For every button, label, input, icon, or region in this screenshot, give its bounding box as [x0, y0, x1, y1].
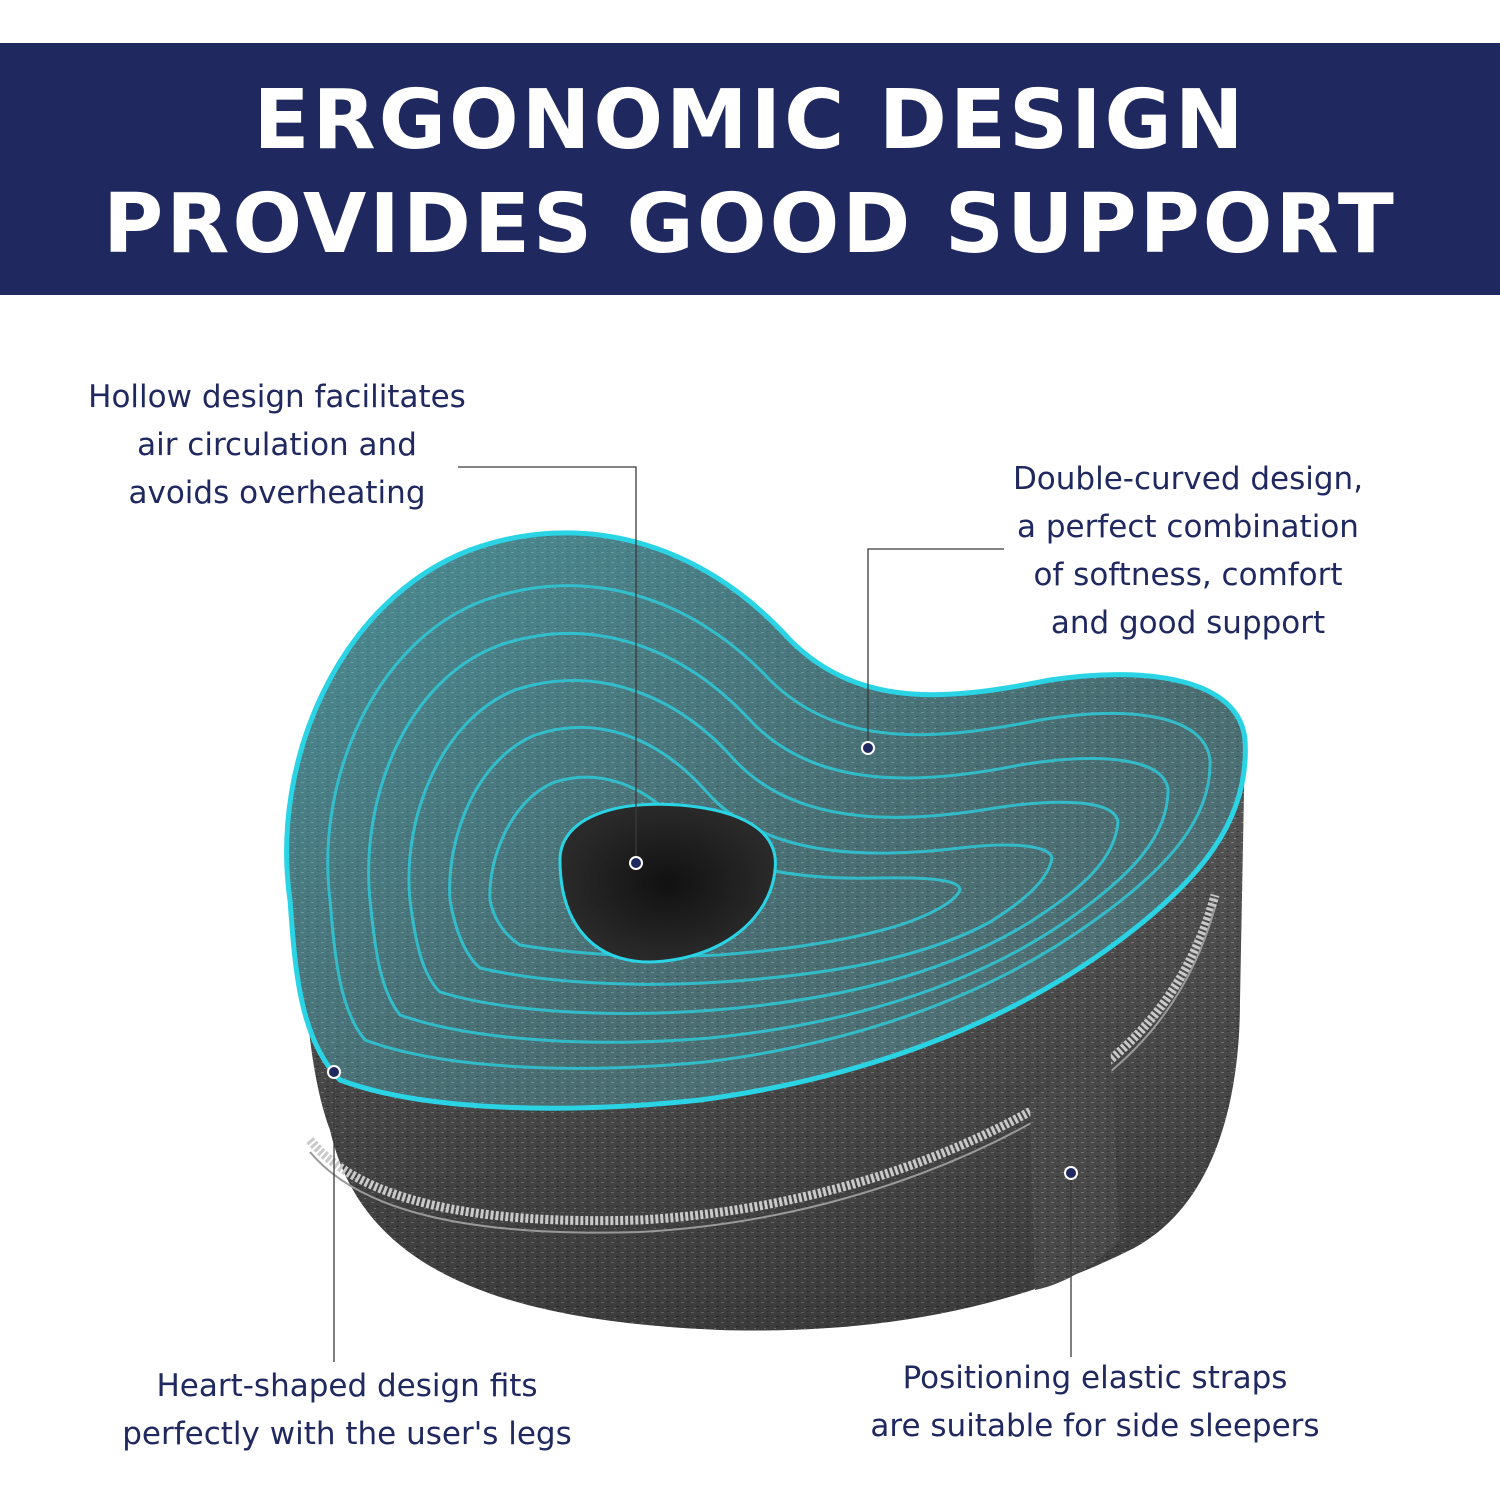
- leader-lines: [333, 466, 1072, 1362]
- callout-double-curved-line-2: a perfect combination: [1017, 509, 1359, 545]
- callout-straps-line-2: are suitable for side sleepers: [870, 1408, 1320, 1444]
- callout-heart-shaped-line-1: Heart-shaped design fits: [156, 1368, 538, 1404]
- callout-elastic-straps: Positioning elastic straps are suitable …: [840, 1354, 1350, 1450]
- contour-rings: [326, 584, 1212, 1070]
- headline-line-1: ERGONOMIC DESIGN: [253, 73, 1247, 168]
- callout-hollow-line-1: Hollow design facilitates: [88, 379, 466, 415]
- callout-hollow-line-3: avoids overheating: [128, 475, 426, 511]
- callout-straps-line-1: Positioning elastic straps: [902, 1360, 1288, 1396]
- callout-double-curved: Double-curved design, a perfect combinat…: [983, 455, 1393, 647]
- callout-hollow-design: Hollow design facilitates air circulatio…: [52, 373, 502, 517]
- title-banner: [0, 43, 1500, 295]
- callout-double-curved-line-3: of softness, comfort: [1033, 557, 1343, 593]
- elastic-strap: [1030, 1040, 1120, 1290]
- zipper: [306, 893, 1220, 1226]
- headline-line-2: PROVIDES GOOD SUPPORT: [103, 177, 1397, 272]
- callout-hollow-line-2: air circulation and: [137, 427, 417, 463]
- callout-heart-shaped-line-2: perfectly with the user's legs: [122, 1416, 572, 1452]
- hollow-hole: [560, 804, 776, 962]
- callout-double-curved-line-1: Double-curved design,: [1012, 461, 1364, 497]
- callout-double-curved-line-4: and good support: [1050, 605, 1326, 641]
- callout-heart-shaped: Heart-shaped design fits perfectly with …: [97, 1362, 597, 1458]
- callout-dots: [327, 741, 1078, 1180]
